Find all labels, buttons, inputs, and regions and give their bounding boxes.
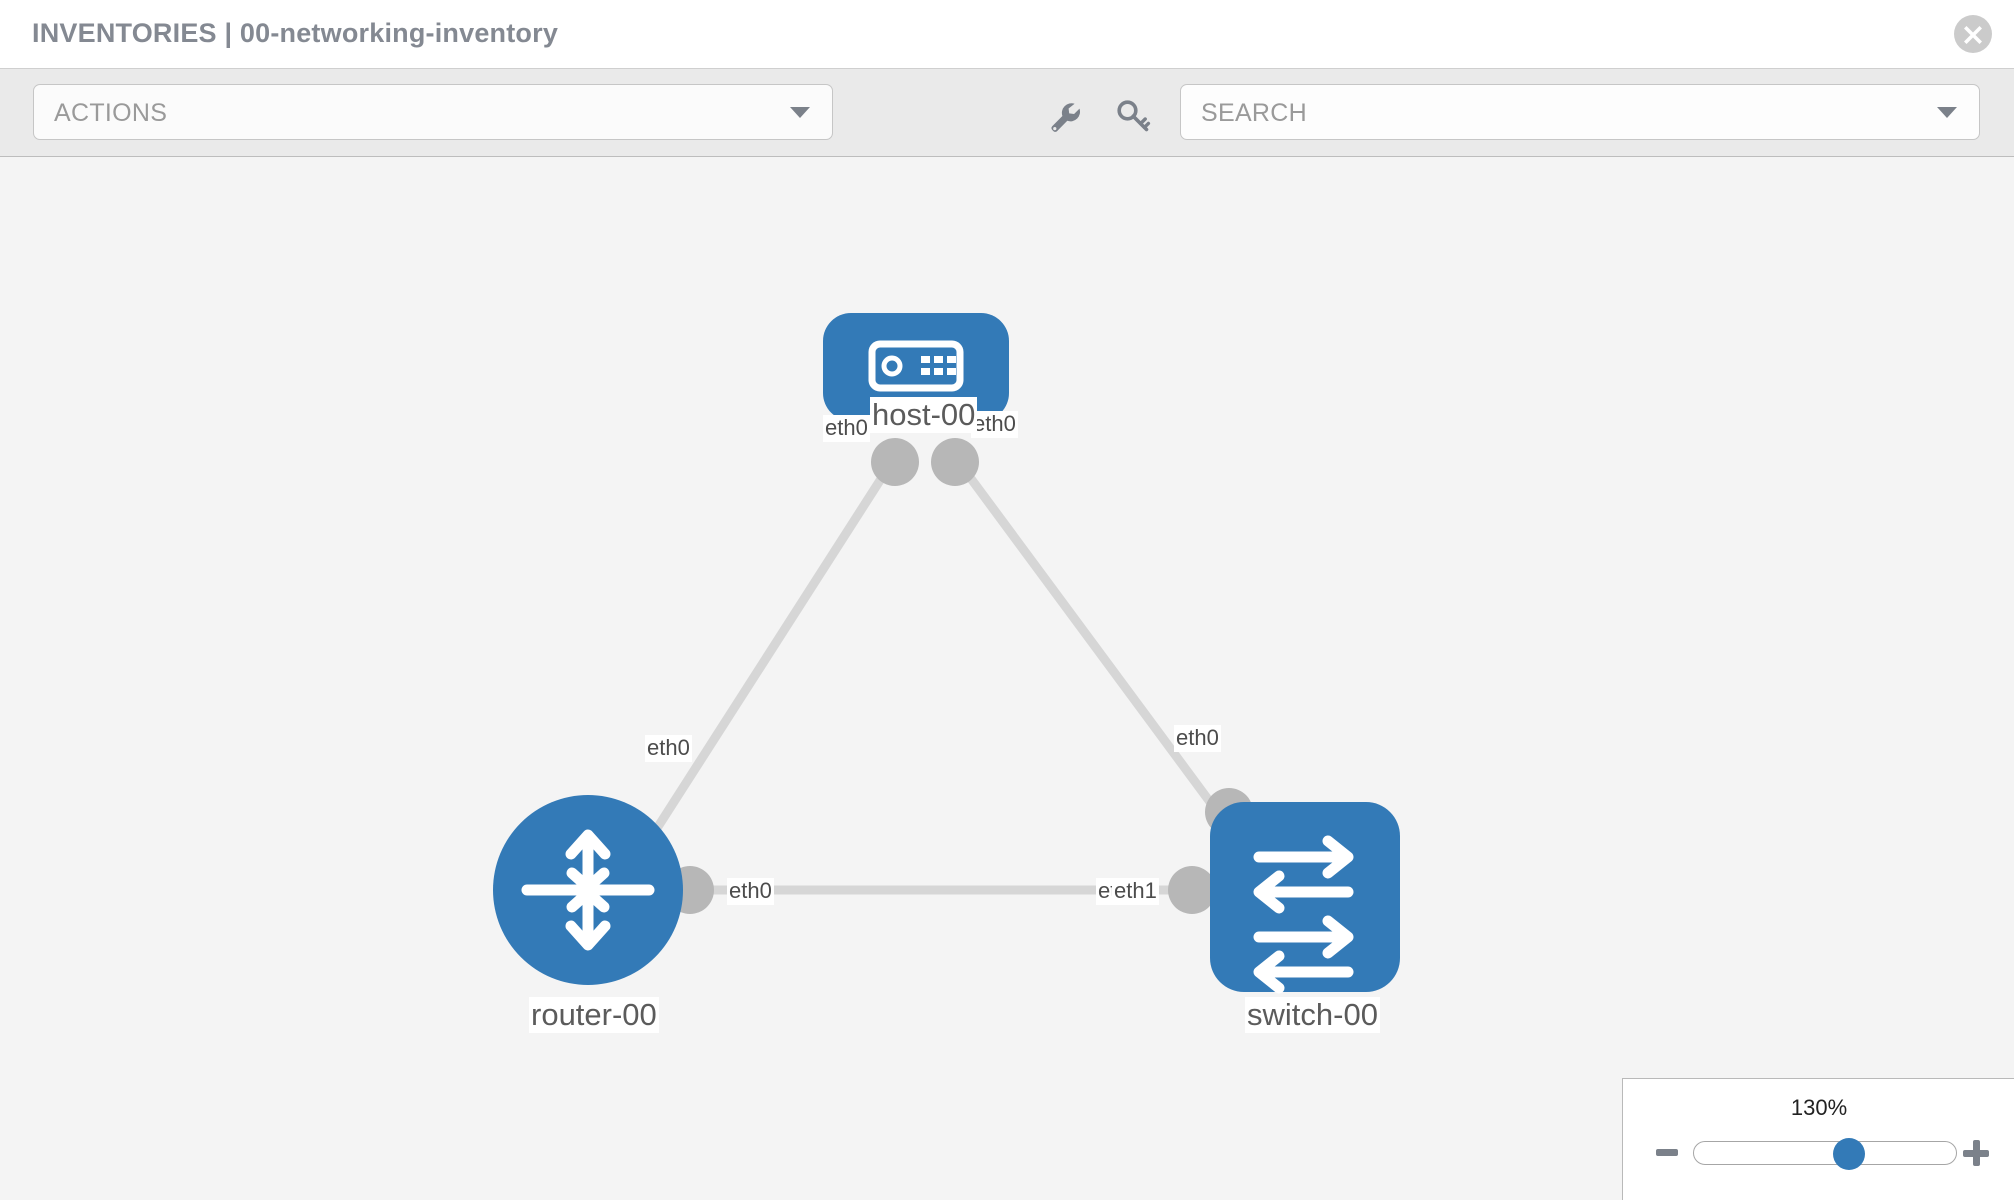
topology-canvas[interactable]: eth0 eth0 eth0 eth0 eth0 eth0 eth1 host-… — [0, 157, 2014, 1200]
server-icon — [868, 340, 964, 392]
toolbar: ACTIONS SEARCH — [0, 69, 2014, 157]
close-button[interactable] — [1954, 15, 1992, 53]
link-label-router-eth0-right: eth0 — [727, 878, 774, 905]
zoom-in-button[interactable] — [1963, 1140, 1989, 1166]
node-label-host-00: host-00 — [870, 397, 978, 433]
link-label-switch-eth1: eth1 — [1112, 878, 1159, 905]
wrench-button[interactable] — [1045, 96, 1085, 136]
actions-dropdown[interactable]: ACTIONS — [33, 84, 833, 140]
node-router-00[interactable] — [493, 795, 683, 985]
link-label-host-eth0-right: eth0 — [971, 411, 1018, 438]
edge-host-switch[interactable] — [951, 454, 1214, 805]
topology-graph — [493, 313, 1400, 994]
connector-switch-eth1[interactable] — [1168, 866, 1216, 914]
edge-host-router[interactable] — [641, 454, 899, 850]
connector-host-eth0-right[interactable] — [931, 438, 979, 486]
zoom-control-panel: 130% — [1622, 1078, 2014, 1200]
page-title: INVENTORIES | 00-networking-inventory — [32, 18, 559, 48]
connector-host-eth0-left[interactable] — [871, 438, 919, 486]
zoom-slider-handle[interactable] — [1833, 1138, 1866, 1170]
zoom-slider-row — [1623, 1136, 2014, 1176]
switch-arrows-icon — [1253, 835, 1354, 994]
link-label-switch-eth0: eth0 — [1174, 725, 1221, 752]
node-label-router-00: router-00 — [529, 997, 659, 1033]
node-switch-00[interactable] — [1210, 802, 1400, 994]
node-host-00[interactable] — [823, 313, 1009, 421]
node-label-switch-00: switch-00 — [1245, 997, 1380, 1033]
zoom-slider-track[interactable] — [1693, 1138, 1957, 1170]
chevron-down-icon — [1937, 107, 1957, 118]
key-icon — [1117, 100, 1151, 132]
key-button[interactable] — [1113, 96, 1153, 136]
actions-dropdown-label: ACTIONS — [54, 99, 168, 127]
link-label-router-eth0-up: eth0 — [645, 735, 692, 762]
search-input[interactable]: SEARCH — [1180, 84, 1980, 140]
close-icon — [1964, 26, 1982, 44]
zoom-out-button[interactable] — [1656, 1149, 1678, 1156]
zoom-percent-label: 130% — [1790, 1095, 1848, 1120]
search-placeholder: SEARCH — [1201, 99, 1307, 127]
router-arrows-icon — [521, 829, 655, 951]
chevron-down-icon — [790, 107, 810, 118]
page-header: INVENTORIES | 00-networking-inventory — [0, 0, 2014, 69]
link-label-host-eth0-left: eth0 — [823, 415, 870, 442]
wrench-icon — [1051, 103, 1081, 132]
